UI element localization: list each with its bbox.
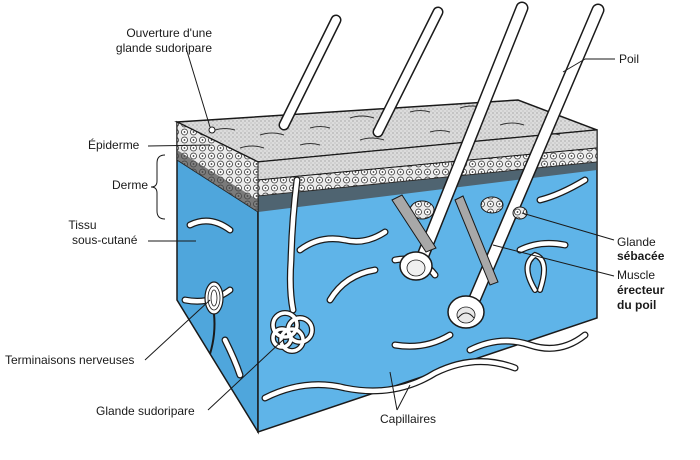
hair-shafts <box>278 1 605 317</box>
capillaries <box>181 176 589 402</box>
leader-lines <box>144 47 615 411</box>
label-nerve-endings: Terminaisons nerveuses <box>5 353 135 367</box>
label-sebaceous-line2: sébacée <box>617 249 665 263</box>
hair-follicles <box>399 251 485 329</box>
label-arrector-line1: Muscle <box>617 268 656 282</box>
label-arrector-line3: du poil <box>617 298 657 312</box>
label-hair: Poil <box>619 52 640 66</box>
label-sweat-gland: Glande sudoripare <box>96 404 195 418</box>
sebaceous-glands <box>409 196 528 220</box>
epidermis-basal-layer <box>258 162 597 212</box>
label-sweat-pore-line1: Ouverture d'une <box>126 26 212 40</box>
label-hypodermis-line1: Tissu <box>68 218 97 232</box>
label-capillaries: Capillaires <box>380 412 437 426</box>
nerve-ending-corpuscle <box>204 281 224 355</box>
sweat-gland <box>270 176 315 354</box>
arrector-muscles <box>391 194 499 286</box>
label-sebaceous-line1: Glande <box>617 235 656 249</box>
label-epidermis: Épiderme <box>88 138 140 152</box>
label-hypodermis-line2: sous-cutané <box>72 233 138 247</box>
label-arrector-line2: érecteur <box>617 283 665 297</box>
sweat-pore-opening <box>208 126 216 134</box>
label-dermis: Derme <box>112 178 149 192</box>
label-sweat-pore-line2: glande sudoripare <box>115 41 212 55</box>
